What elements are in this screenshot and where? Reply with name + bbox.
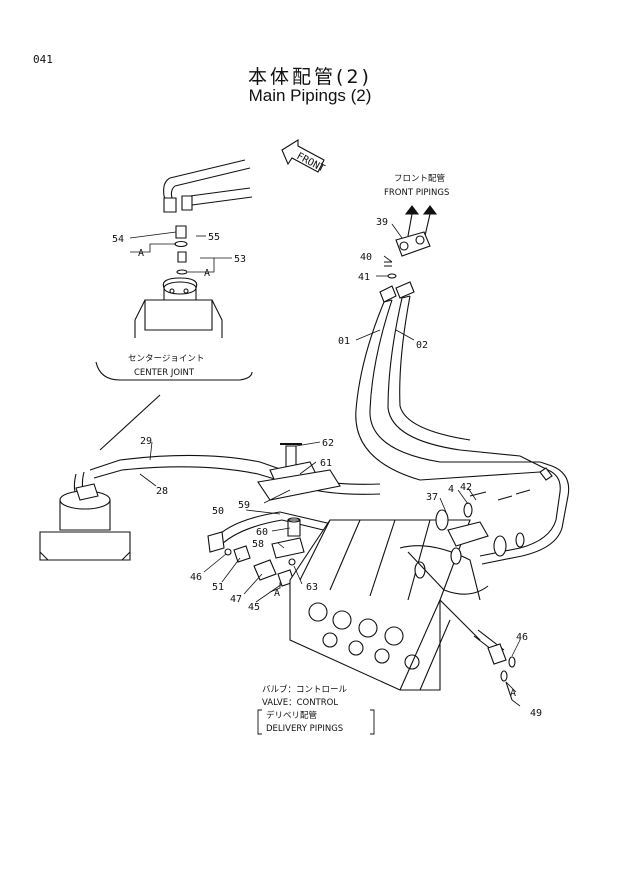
callout-51: 51	[212, 582, 224, 593]
main-hoses	[355, 295, 570, 565]
callout-53: 53	[234, 254, 246, 265]
callout-61: 61	[320, 458, 332, 469]
leader-lines	[129, 223, 521, 707]
small-parts-58-60-63	[271, 517, 305, 566]
callout-50: 50	[212, 506, 224, 517]
page-title-japanese: 本体配管(2)	[248, 66, 372, 88]
callout-02: 02	[416, 340, 428, 351]
callout-49: 49	[530, 708, 542, 719]
callout-45: 45	[248, 602, 260, 613]
caption-front-en: FRONT PIPINGS	[384, 188, 449, 198]
delivery-fitting-46-49	[439, 599, 516, 701]
callout-40: 40	[360, 252, 372, 263]
page-number: 041	[33, 53, 53, 66]
callout-58: 58	[252, 539, 264, 550]
callout-54: 54	[112, 234, 124, 245]
fittings-37-42	[407, 489, 531, 595]
callout-46-right: 46	[516, 632, 528, 643]
leader-line-detail	[99, 394, 161, 451]
callout-29: 29	[140, 436, 152, 447]
center-joint-detail	[134, 159, 253, 338]
caption-delivery-en: DELIVERY PIPINGS	[266, 724, 343, 734]
callout-46-left: 46	[190, 572, 202, 583]
callout-63: 63	[306, 582, 318, 593]
callout-labels: 54 55 A 53 A 39 40 41 01 02 62 61 29 28 …	[112, 217, 542, 719]
caption-delivery-jp: デリベリ配管	[266, 710, 317, 721]
caption-front-jp: フロント配管	[394, 173, 445, 184]
callout-55: 55	[208, 232, 220, 243]
callout-60: 60	[256, 527, 268, 538]
callout-a-1: A	[138, 248, 144, 259]
callout-59: 59	[238, 500, 250, 511]
callout-01: 01	[338, 336, 350, 347]
caption-center-joint: センタージョイント CENTER JOINT	[128, 354, 204, 378]
front-piping-fittings	[379, 205, 438, 303]
callout-a-2: A	[204, 268, 210, 279]
caption-center-en: CENTER JOINT	[134, 368, 195, 378]
caption-valve-jp: バルブ：コントロール	[262, 684, 348, 695]
caption-valve-en: VALVE：CONTROL	[262, 698, 338, 708]
callout-42: 42	[460, 482, 472, 493]
callout-a-3: A	[274, 588, 280, 599]
page-title-english: Main Pipings (2)	[248, 86, 372, 105]
hose-50-fitting	[207, 531, 225, 553]
bracket-59-61	[257, 443, 341, 501]
fittings-45-47-51	[224, 545, 295, 587]
callout-39: 39	[376, 217, 388, 228]
front-direction-arrow: FRONT	[281, 139, 326, 175]
callout-41: 41	[358, 272, 370, 283]
callout-47: 47	[230, 594, 242, 605]
callout-28: 28	[156, 486, 168, 497]
control-valve	[289, 519, 481, 691]
caption-valve-delivery: バルブ：コントロール VALVE：CONTROL デリベリ配管 DELIVERY…	[262, 684, 348, 734]
caption-center-jp: センタージョイント	[128, 354, 204, 364]
delivery-bracket	[257, 709, 375, 735]
callout-4: 4	[448, 484, 454, 495]
caption-front-pipings: フロント配管 FRONT PIPINGS	[384, 173, 449, 198]
center-joint-bracket	[95, 361, 253, 381]
center-joint	[39, 483, 131, 561]
callout-37: 37	[426, 492, 438, 503]
callout-a-4: A	[510, 688, 516, 699]
callout-62: 62	[322, 438, 334, 449]
